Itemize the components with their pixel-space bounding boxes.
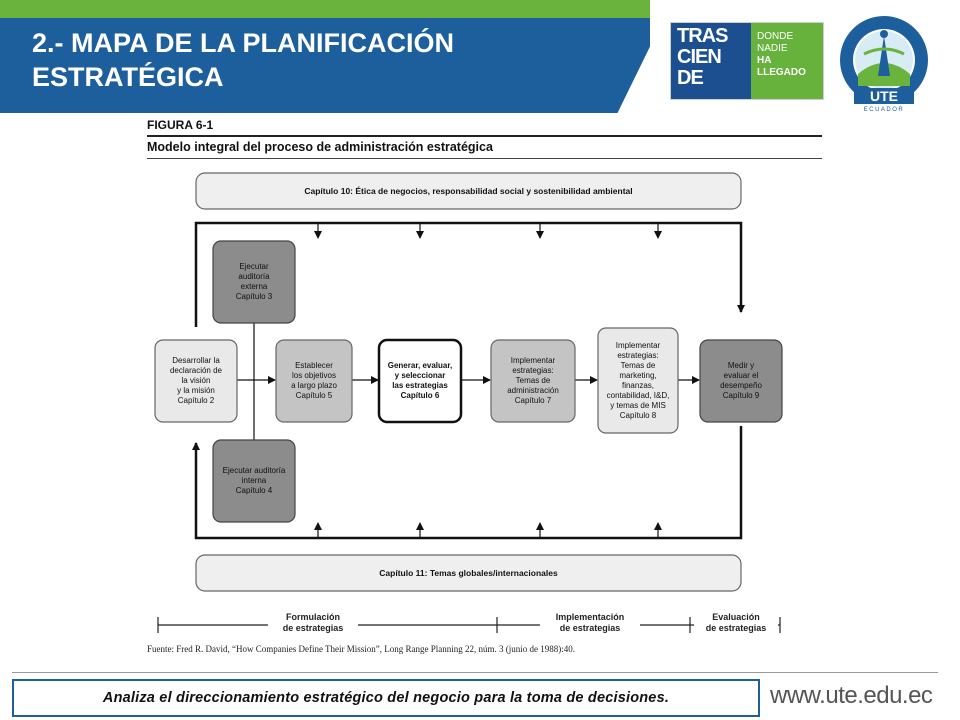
- figure-rule-bottom: [147, 158, 822, 159]
- trasciende-tagline: DONDE NADIE HA LLEGADO: [751, 23, 823, 99]
- footer-divider: [12, 672, 938, 673]
- feedback-loop-top: [194, 221, 745, 327]
- node-objectives: Establecer los objetivos a largo plazo C…: [291, 361, 337, 400]
- phase-evaluation: Evaluación de estrategias: [705, 612, 767, 633]
- phase-timeline-gaps: [268, 618, 778, 632]
- node-vision: Desarrollar la declaración de la visión …: [169, 356, 223, 405]
- node-internal-audit-box: [212, 439, 296, 523]
- node-measure-box: [699, 339, 783, 423]
- figure-label: FIGURA 6-1: [147, 118, 214, 132]
- banner-top-label: Capítulo 10: Ética de negocios, responsa…: [304, 186, 633, 196]
- footer-caption: Analiza el direccionamiento estratégico …: [12, 679, 760, 717]
- ute-seal-name: UTE: [870, 88, 898, 104]
- footer-url[interactable]: www.ute.edu.ec: [770, 682, 933, 709]
- node-external-audit: Ejecutar auditoría externa Capítulo 3: [235, 262, 273, 301]
- trasciende-wordmark: TRAS CIEN DE: [671, 23, 751, 99]
- page-title-line1: 2.- MAPA DE LA PLANIFICACIÓN: [32, 28, 454, 58]
- phase-formulation: Formulación de estrategias: [282, 612, 344, 633]
- header-band: [0, 18, 650, 113]
- banner-bottom-label: Capítulo 11: Temas globales/internaciona…: [379, 568, 558, 578]
- banner-top-arrows: [314, 223, 662, 239]
- phase-timeline: [157, 617, 781, 633]
- node-strategies-box: [377, 338, 463, 424]
- node-implement-mkt-box: [597, 327, 679, 434]
- node-implement-mgmt-box: [490, 339, 576, 423]
- figure-rule-top: [147, 135, 822, 137]
- page-title-line2: ESTRATÉGICA: [32, 62, 224, 92]
- node-implement-mkt: Implementar estrategias: Temas de market…: [606, 340, 670, 420]
- node-internal-audit: Ejecutar auditoría interna Capítulo 4: [222, 466, 286, 495]
- header-accent-bar: [0, 0, 650, 18]
- ute-seal-country: ECUADOR: [864, 107, 905, 113]
- node-external-audit-box: [212, 240, 296, 324]
- node-objectives-box: [275, 339, 353, 423]
- node-vision-box: [154, 339, 238, 423]
- figure-source: Fuente: Fred R. David, “How Companies De…: [147, 644, 576, 654]
- node-measure: Medir y evaluar el desempeño Capítulo 9: [720, 361, 762, 400]
- banner-bottom-arrows: [314, 522, 662, 538]
- phase-implementation: Implementación de estrategias: [555, 612, 625, 633]
- figure-title: Modelo integral del proceso de administr…: [147, 140, 493, 154]
- node-strategies: Generar, evaluar, y seleccionar las estr…: [387, 361, 453, 400]
- node-implement-mgmt: Implementar estrategias: Temas de admini…: [507, 356, 559, 405]
- banner-top-box: [195, 172, 742, 210]
- feedback-loop-bottom: [192, 426, 743, 540]
- ute-seal-logo: UTE ECUADOR: [840, 16, 928, 113]
- trasciende-logo: TRAS CIEN DE DONDE NADIE HA LLEGADO: [670, 22, 824, 100]
- page-title: 2.- MAPA DE LA PLANIFICACIÓN ESTRATÉGICA: [32, 26, 592, 94]
- banner-bottom-box: [195, 554, 742, 592]
